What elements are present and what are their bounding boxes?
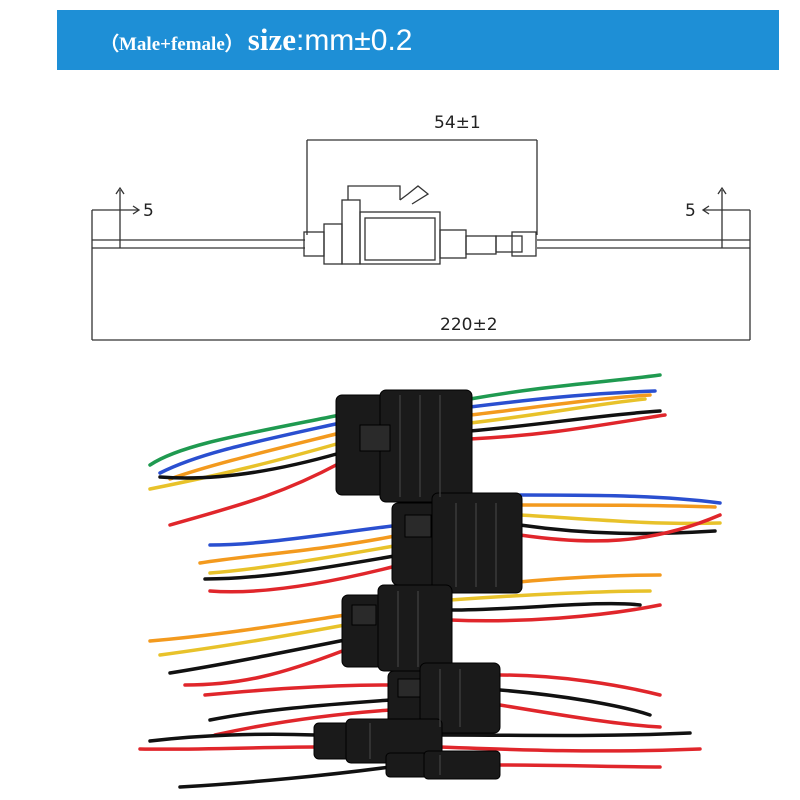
wire-bundle-5pin — [198, 493, 722, 594]
connector-pair-5pin — [391, 492, 523, 594]
wire-bundle-2pin — [138, 731, 702, 789]
dim-right-strip-label: 5 — [685, 201, 696, 221]
dim-left-strip-label: 5 — [143, 201, 154, 221]
banner-text: （Male+female）size:mm±0.2 — [100, 22, 412, 58]
dimension-drawing: 54±1 220±2 5 5 — [91, 113, 751, 341]
connector-pair-1pin — [385, 750, 501, 780]
product-photo — [138, 373, 722, 789]
connector-pair-4pin — [341, 584, 453, 672]
wire-bundle-6pin — [148, 373, 667, 527]
banner-unit: :mm±0.2 — [295, 24, 413, 57]
connector-ribs — [369, 395, 497, 775]
connector-bodies — [313, 389, 523, 780]
title-banner: （Male+female）size:mm±0.2 — [57, 10, 779, 70]
connector-pair-6pin — [335, 389, 473, 503]
dim-total-label: 220±2 — [440, 315, 498, 335]
banner-size-word: size — [247, 22, 296, 57]
dim-connector-label: 54±1 — [434, 113, 481, 133]
banner-subtitle: （Male+female） — [100, 34, 244, 55]
wire-bundle-3pin — [203, 673, 662, 737]
